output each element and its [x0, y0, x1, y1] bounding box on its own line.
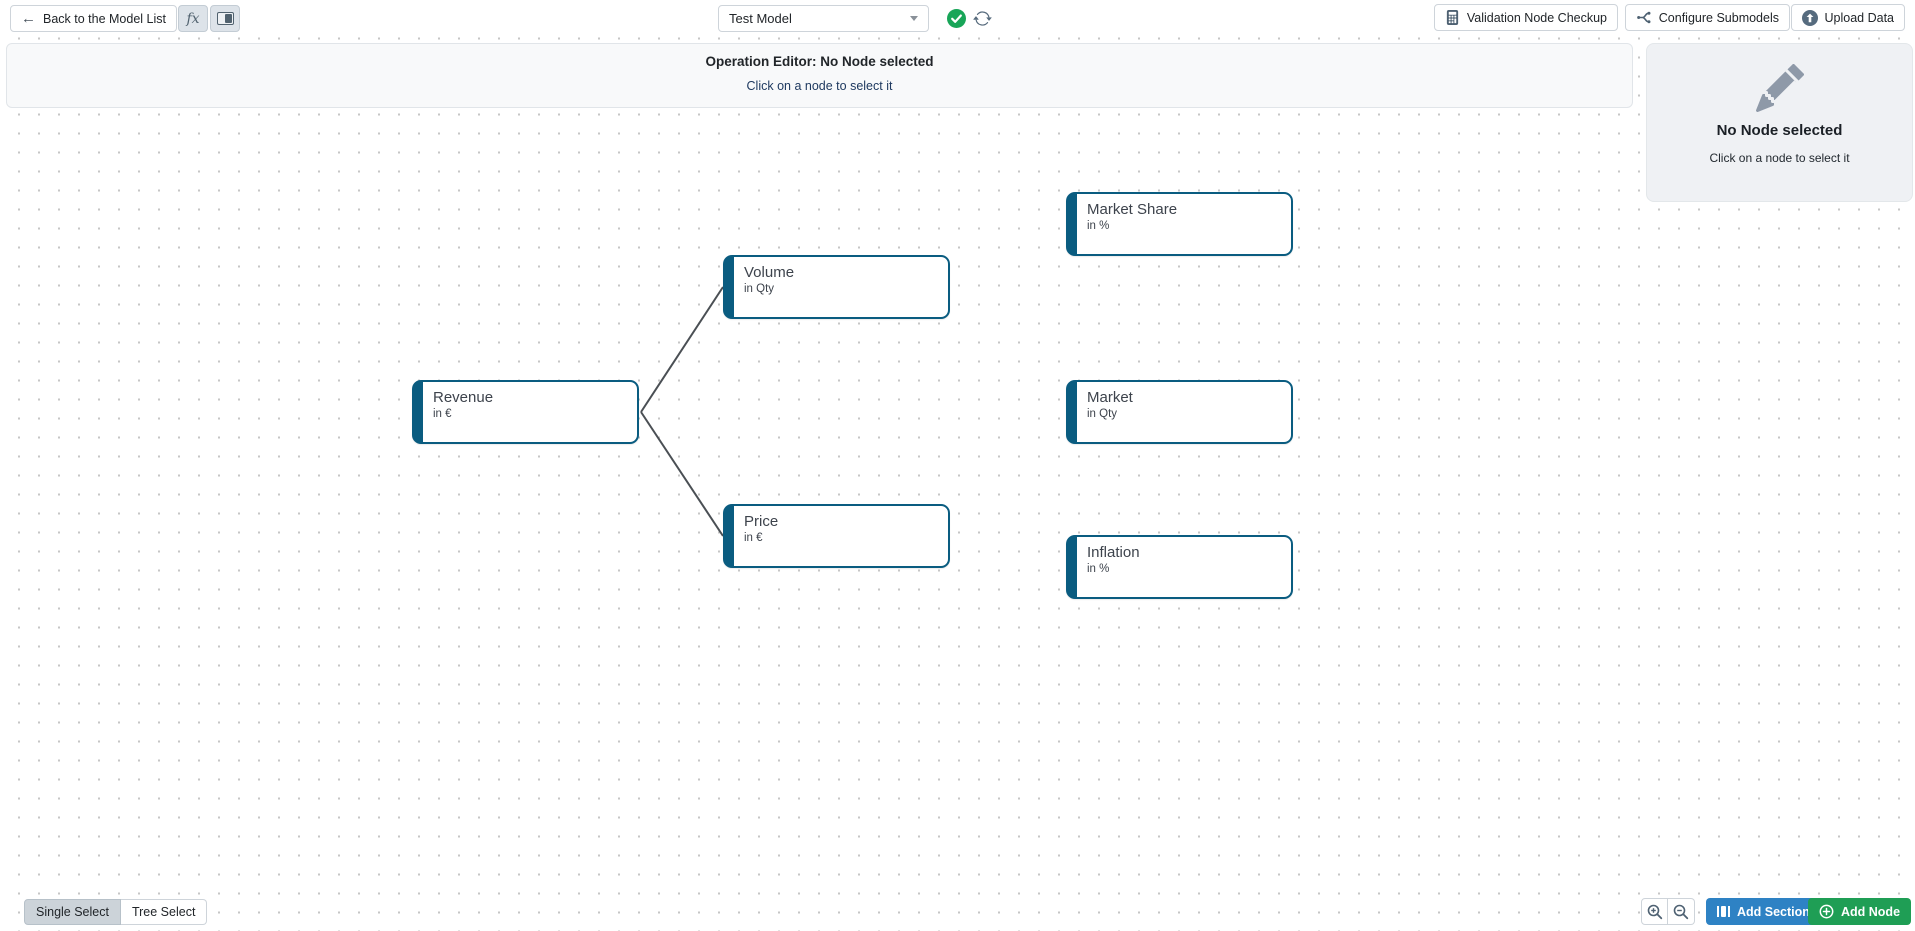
- node-inflation[interactable]: Inflation in %: [1066, 535, 1293, 599]
- model-select-dropdown[interactable]: Test Model: [718, 5, 929, 32]
- configure-submodels-button[interactable]: Configure Submodels: [1624, 4, 1790, 31]
- node-volume[interactable]: Volume in Qty: [723, 255, 950, 319]
- back-arrow-icon: ←: [21, 10, 36, 27]
- node-title: Price: [744, 513, 779, 530]
- model-graph-canvas[interactable]: Market Share in % Volume in Qty Revenue …: [0, 37, 1915, 931]
- node-title: Market: [1087, 389, 1133, 406]
- pencil-icon: [1755, 64, 1804, 112]
- node-detail-panel: No Node selected Click on a node to sele…: [1646, 43, 1913, 202]
- configure-button-label: Configure Submodels: [1658, 10, 1779, 25]
- node-unit: in Qty: [744, 283, 775, 296]
- back-button-label: Back to the Model List: [43, 11, 166, 26]
- fx-icon: fx: [186, 10, 200, 27]
- branch-icon: [1636, 11, 1651, 24]
- validation-node-checkup-button[interactable]: Validation Node Checkup: [1433, 4, 1618, 31]
- side-panel-toggle-button[interactable]: [210, 5, 240, 32]
- select-mode-tabs: Single Select Tree Select: [24, 899, 208, 925]
- add-section-button[interactable]: Add Section: [1706, 898, 1821, 925]
- chevron-down-icon: [910, 16, 918, 21]
- node-unit: in %: [1087, 563, 1110, 576]
- formula-editor-toggle-button[interactable]: fx: [178, 5, 208, 32]
- tab-tree-select[interactable]: Tree Select: [120, 899, 208, 925]
- calculator-icon: [1446, 10, 1458, 25]
- edge-lines: [640, 286, 724, 537]
- operation-editor-bar: Operation Editor: No Node selected Click…: [6, 43, 1633, 108]
- tree-select-label: Tree Select: [131, 905, 196, 919]
- operation-editor-title: Operation Editor: No Node selected: [705, 54, 934, 69]
- upload-button-label: Upload Data: [1824, 10, 1895, 25]
- operation-editor-subtitle: Click on a node to select it: [746, 79, 893, 93]
- zoom-controls: [1641, 898, 1695, 925]
- node-revenue[interactable]: Revenue in €: [412, 380, 639, 444]
- refresh-icon[interactable]: [972, 8, 992, 28]
- node-unit: in %: [1087, 220, 1110, 233]
- node-title: Volume: [744, 264, 795, 281]
- single-select-label: Single Select: [36, 905, 109, 919]
- node-title: Market Share: [1087, 201, 1178, 218]
- upload-data-button[interactable]: Upload Data: [1790, 4, 1905, 31]
- section-icon: [1717, 906, 1730, 917]
- zoom-in-button[interactable]: [1641, 898, 1668, 925]
- node-unit: in Qty: [1087, 408, 1118, 421]
- node-unit: in €: [433, 408, 452, 421]
- node-market-share[interactable]: Market Share in %: [1066, 192, 1293, 256]
- plus-circle-icon: [1819, 904, 1834, 919]
- zoom-out-icon: [1673, 904, 1689, 919]
- node-unit: in €: [744, 532, 763, 545]
- zoom-in-icon: [1647, 904, 1662, 919]
- node-title: Revenue: [433, 389, 494, 406]
- upload-icon: [1801, 9, 1818, 26]
- add-section-label: Add Section: [1737, 904, 1810, 919]
- node-price[interactable]: Price in €: [723, 504, 950, 568]
- node-panel-title: No Node selected: [1716, 122, 1843, 139]
- layout-panel-icon: [216, 12, 234, 25]
- validation-button-label: Validation Node Checkup: [1466, 10, 1607, 25]
- node-market[interactable]: Market in Qty: [1066, 380, 1293, 444]
- model-valid-status-icon: [946, 8, 966, 28]
- top-toolbar: ← Back to the Model List fx Test Model V…: [0, 0, 1915, 37]
- editor-mode-toggle-group: fx: [178, 5, 240, 32]
- model-select-value: Test Model: [729, 11, 792, 26]
- tab-single-select[interactable]: Single Select: [24, 899, 121, 925]
- add-node-label: Add Node: [1841, 904, 1901, 919]
- back-to-model-list-button[interactable]: ← Back to the Model List: [10, 5, 177, 32]
- add-node-button[interactable]: Add Node: [1808, 898, 1912, 925]
- node-title: Inflation: [1087, 544, 1140, 561]
- node-panel-subtitle: Click on a node to select it: [1709, 151, 1850, 165]
- zoom-out-button[interactable]: [1668, 898, 1695, 925]
